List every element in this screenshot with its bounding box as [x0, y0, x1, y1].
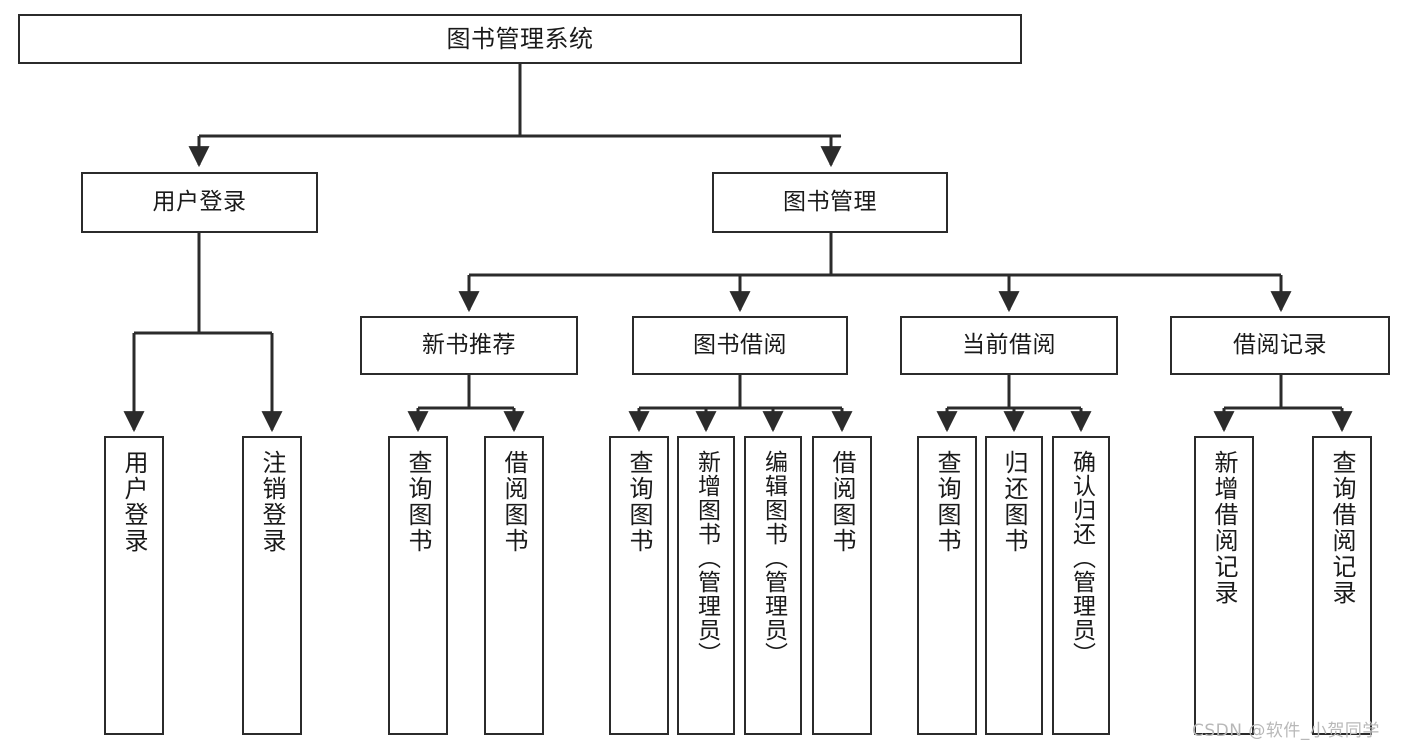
node-leaf-leaf-add-borrow-record[interactable]: 新增借阅记录	[1194, 436, 1254, 735]
node-label: 当前借阅	[962, 331, 1056, 358]
node-label: 图书管理系统	[446, 24, 594, 53]
node-label: 借阅记录	[1233, 331, 1327, 358]
node-level2-current-borrow[interactable]: 当前借阅	[900, 316, 1118, 375]
node-level1-user-login[interactable]: 用户登录	[81, 172, 318, 233]
node-leaf-leaf-add-book[interactable]: 新增图书（管理员）	[677, 436, 735, 735]
node-leaf-leaf-edit-book[interactable]: 编辑图书（管理员）	[744, 436, 802, 735]
node-label: 注销登录	[258, 450, 286, 554]
node-label: 编辑图书（管理员）	[760, 450, 787, 666]
node-label: 用户登录	[152, 188, 247, 215]
node-root-root[interactable]: 图书管理系统	[18, 14, 1022, 64]
node-label: 借阅图书	[500, 450, 528, 554]
node-label: 确认归还（管理员）	[1068, 450, 1095, 666]
node-label: 借阅图书	[828, 450, 856, 554]
node-leaf-leaf-query-book-cur[interactable]: 查询图书	[917, 436, 977, 735]
node-leaf-leaf-query-book-rec[interactable]: 查询图书	[388, 436, 448, 735]
node-level2-borrow-record[interactable]: 借阅记录	[1170, 316, 1390, 375]
node-leaf-leaf-user-login[interactable]: 用户登录	[104, 436, 164, 735]
node-label: 新增借阅记录	[1210, 450, 1238, 606]
node-leaf-leaf-confirm-return[interactable]: 确认归还（管理员）	[1052, 436, 1110, 735]
node-label: 新增图书（管理员）	[693, 450, 720, 666]
node-leaf-leaf-user-logout[interactable]: 注销登录	[242, 436, 302, 735]
node-level2-book-borrow[interactable]: 图书借阅	[632, 316, 848, 375]
node-leaf-leaf-borrow-book-rec[interactable]: 借阅图书	[484, 436, 544, 735]
node-label: 查询图书	[933, 450, 961, 554]
node-label: 查询图书	[625, 450, 653, 554]
node-leaf-leaf-query-book-borrow[interactable]: 查询图书	[609, 436, 669, 735]
node-leaf-leaf-return-book[interactable]: 归还图书	[985, 436, 1043, 735]
node-label: 归还图书	[1000, 450, 1028, 554]
node-label: 查询借阅记录	[1328, 450, 1356, 606]
node-label: 新书推荐	[422, 331, 516, 358]
node-label: 图书管理	[783, 188, 877, 215]
node-leaf-leaf-borrow-book[interactable]: 借阅图书	[812, 436, 872, 735]
node-level2-new-book-rec[interactable]: 新书推荐	[360, 316, 578, 375]
node-level1-book-manage[interactable]: 图书管理	[712, 172, 948, 233]
node-label: 用户登录	[120, 450, 148, 554]
node-leaf-leaf-query-borrow-record[interactable]: 查询借阅记录	[1312, 436, 1372, 735]
node-label: 图书借阅	[693, 331, 787, 358]
node-label: 查询图书	[404, 450, 432, 554]
